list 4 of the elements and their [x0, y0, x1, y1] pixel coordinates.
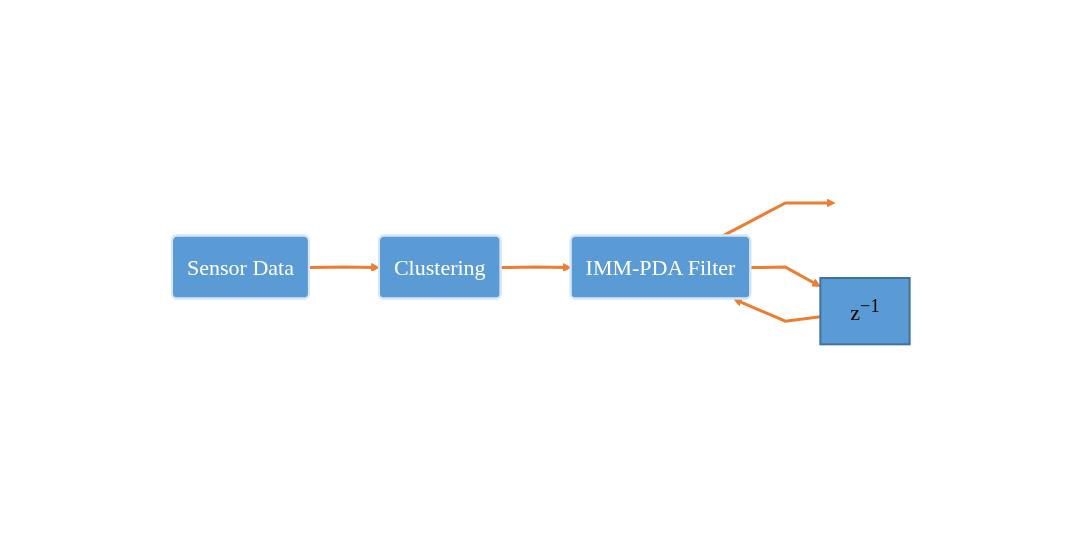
node-box: z$^{−1}$: [819, 277, 911, 346]
arrow: [751, 265, 821, 288]
arrow: [733, 298, 821, 324]
arrow: [309, 263, 380, 273]
